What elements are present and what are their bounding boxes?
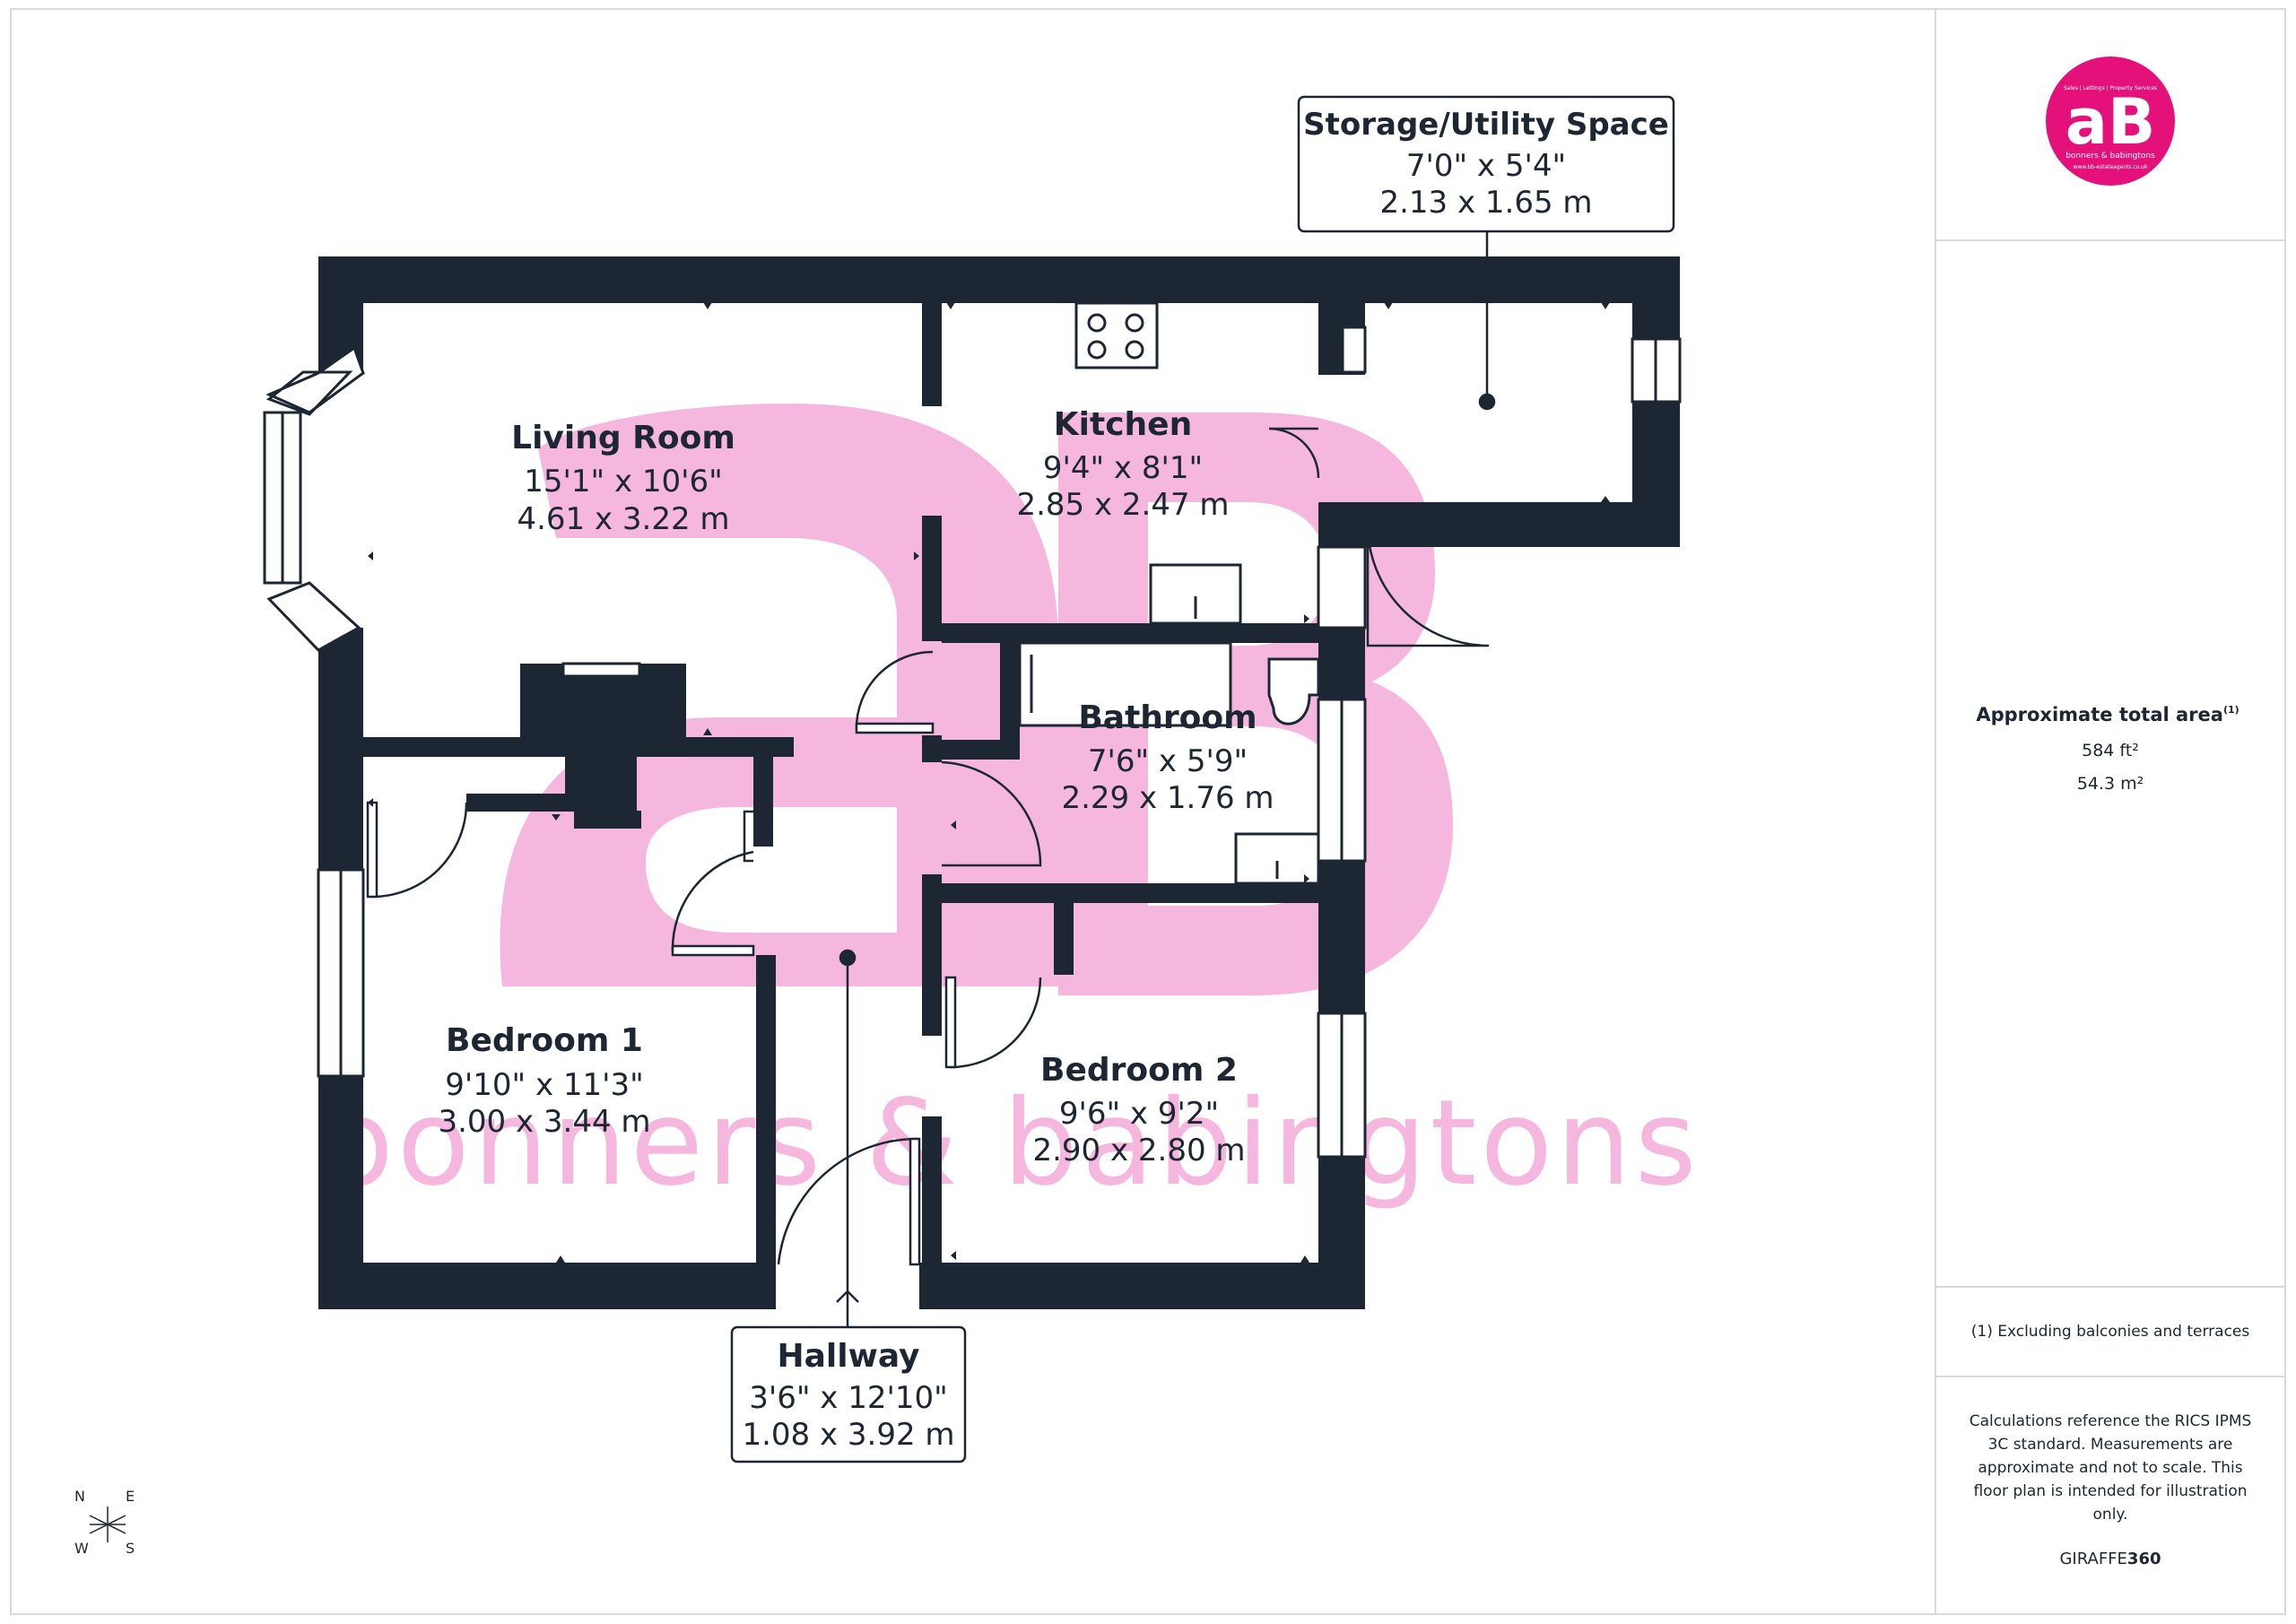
wall-storage-south xyxy=(1365,502,1680,547)
room-name: Storage/Utility Space xyxy=(1303,107,1669,143)
room-name: Kitchen xyxy=(1054,406,1192,443)
watermark-letter-a xyxy=(500,404,1058,986)
disclaimer: Calculations reference the RICS IPMS 3C … xyxy=(1970,1412,2252,1524)
room-imperial: 9'4" x 8'1" xyxy=(1043,450,1203,486)
door-hall-entrance xyxy=(777,1137,919,1265)
fixtures xyxy=(561,301,1320,885)
room-name: Bedroom 2 xyxy=(1040,1052,1238,1089)
door-bedroom1 xyxy=(671,850,754,952)
credit: GIRAFFE360 xyxy=(2059,1550,2161,1568)
disclaimer-line: 3C standard. Measurements are xyxy=(1988,1436,2233,1454)
disclaimer-line: only. xyxy=(2093,1506,2128,1524)
logo-url: www.bb-estateagents.co.uk xyxy=(2073,164,2148,170)
door-storage xyxy=(1366,524,1490,647)
wall-storage-east-upper xyxy=(1632,303,1680,339)
room-bedroom-1: Bedroom 1 9'10" x 11'3" 3.00 x 3.44 m xyxy=(438,1022,650,1140)
wall-bath-hall xyxy=(942,740,1000,760)
hob xyxy=(1074,301,1159,369)
logo-letters: aB xyxy=(2066,85,2156,159)
wall-living-south xyxy=(363,737,794,757)
pointers xyxy=(836,231,1496,1327)
wall-living-kitchen xyxy=(922,303,942,406)
wall-bed1-hall xyxy=(756,955,776,1264)
door-closet-hall xyxy=(743,810,753,863)
room-metric: 2.90 x 2.80 m xyxy=(1032,1133,1245,1168)
area-ft: 584 ft² xyxy=(2082,741,2139,760)
logo-tagline: Sales | Lettings | Property Services xyxy=(2064,85,2157,91)
wall-west-mid xyxy=(318,628,363,870)
wall-hall-bath-upper xyxy=(922,735,942,762)
door-bedroom2 xyxy=(949,977,1042,1069)
room-name: Bedroom 1 xyxy=(446,1022,643,1059)
room-metric: 2.29 x 1.76 m xyxy=(1061,780,1274,816)
wall-bed2-north xyxy=(942,883,1320,903)
wall-east-c xyxy=(1318,861,1365,1013)
wall-living-kitchen-lower xyxy=(922,516,942,641)
room-living: Living Room 15'1" x 10'6" 4.61 x 3.22 m xyxy=(511,420,735,537)
wall-cupboard-b xyxy=(574,811,641,829)
compass-n: N xyxy=(74,1488,85,1505)
disclaimer-line: approximate and not to scale. This xyxy=(1978,1459,2242,1477)
room-name: Living Room xyxy=(511,420,735,456)
compass-s: S xyxy=(126,1540,135,1557)
watermark-text: bonners & babingtons xyxy=(318,1074,1700,1212)
toilet xyxy=(1267,657,1320,725)
wall-hall-bed2 xyxy=(922,874,942,1036)
door-kitchen-storage xyxy=(1268,427,1320,479)
room-metric: 2.85 x 2.47 m xyxy=(1016,487,1229,523)
room-hallway-label: Hallway 3'6" x 12'10" 1.08 x 3.92 m xyxy=(730,1325,967,1463)
disclaimer-line: floor plan is intended for illustration xyxy=(1973,1482,2247,1500)
bay-window xyxy=(263,326,1682,1159)
room-metric: 3.00 x 3.44 m xyxy=(438,1104,650,1140)
room-storage-label: Storage/Utility Space 7'0" x 5'4" 2.13 x… xyxy=(1297,95,1675,233)
brand-logo: aB Sales | Lettings | Property Services … xyxy=(2046,56,2175,186)
bath xyxy=(1018,641,1232,727)
logo-subtitle: bonners & babingtons xyxy=(2066,152,2155,161)
dimension-markers xyxy=(368,302,1610,1263)
wall-bed1-hall-upper xyxy=(753,757,773,847)
room-metric: 2.13 x 1.65 m xyxy=(1379,185,1592,221)
wall-kitchen-south xyxy=(942,623,1318,643)
compass-w: W xyxy=(74,1540,89,1557)
area-label: Approximate total area(1) xyxy=(1976,704,2239,725)
room-imperial: 3'6" x 12'10" xyxy=(749,1380,948,1416)
room-bathroom: Bathroom 7'6" x 5'9" 2.29 x 1.76 m xyxy=(1061,699,1274,816)
doors xyxy=(366,427,1490,1266)
wall-hall-bed2-lower xyxy=(922,1116,942,1264)
room-metric: 1.08 x 3.92 m xyxy=(742,1417,954,1453)
room-metric: 4.61 x 3.22 m xyxy=(517,501,729,537)
room-bedroom-2: Bedroom 2 9'6" x 9'2" 2.90 x 2.80 m xyxy=(1032,1052,1245,1168)
fireplace xyxy=(561,662,641,678)
compass: N E W S xyxy=(74,1488,135,1557)
compass-e: E xyxy=(126,1488,135,1505)
wall-south-east xyxy=(919,1263,1365,1309)
room-kitchen: Kitchen 9'4" x 8'1" 2.85 x 2.47 m xyxy=(1016,406,1229,523)
wall-top xyxy=(318,256,1680,303)
wall-east-b xyxy=(1318,628,1365,699)
wall-bed2-cupboard xyxy=(1054,903,1074,975)
room-imperial: 15'1" x 10'6" xyxy=(524,464,723,499)
wall-bedroom1-cupboard xyxy=(466,794,637,812)
room-imperial: 9'6" x 9'2" xyxy=(1059,1096,1219,1132)
wall-east-d xyxy=(1318,1157,1365,1309)
door-bedroom1-closet xyxy=(370,802,468,899)
wall-south-west xyxy=(318,1263,776,1309)
room-imperial: 9'10" x 11'3" xyxy=(445,1067,644,1103)
door-living xyxy=(855,650,934,730)
footnote: (1) Excluding balconies and terraces xyxy=(1971,1323,2250,1341)
wall-bath-west xyxy=(1000,643,1020,760)
room-name: Hallway xyxy=(777,1338,919,1375)
room-name: Bathroom xyxy=(1078,699,1257,736)
wall-east-a xyxy=(1318,502,1365,547)
area-m: 54.3 m² xyxy=(2077,774,2144,794)
disclaimer-line: Calculations reference the RICS IPMS xyxy=(1970,1412,2252,1430)
room-imperial: 7'0" x 5'4" xyxy=(1406,148,1566,184)
room-imperial: 7'6" x 5'9" xyxy=(1088,743,1248,779)
page-border xyxy=(10,8,2286,1615)
area-summary: Approximate total area(1) 584 ft² 54.3 m… xyxy=(1976,704,2239,794)
door-bathroom xyxy=(941,760,1042,867)
